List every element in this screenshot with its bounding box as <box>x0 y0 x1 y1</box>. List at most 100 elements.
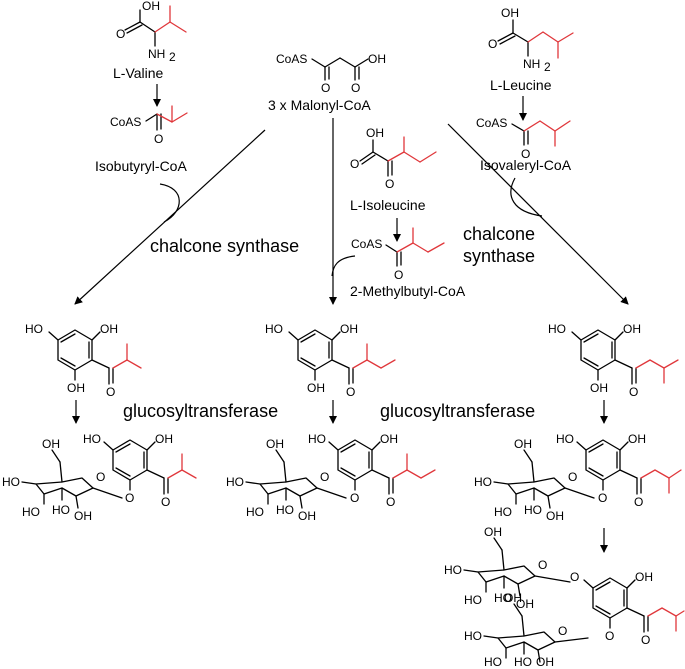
diglucoside-bottom: O OH O O HO HO HO OH OH O HO HO HO OH OH… <box>444 525 685 669</box>
product-left-acylphloroglucinol: HO OH OH O <box>25 322 142 399</box>
atom-glycosidic-o-bottom: O <box>605 629 614 643</box>
product-center-acylphloroglucinol: HO OH OH O <box>265 322 396 399</box>
enzyme-chalcone-right-1: chalcone <box>463 224 535 244</box>
enzyme-glucosyltransferase-right: glucosyltransferase <box>380 401 535 421</box>
leucine-o: O <box>488 37 497 51</box>
methylbutyryl-coas: CoAS <box>351 237 382 251</box>
valine-nh-sub: 2 <box>169 50 176 64</box>
atom-oh: OH <box>516 597 534 611</box>
atom-ho: HO <box>484 655 502 669</box>
atom-oh: OH <box>546 509 564 523</box>
atom-oh-bottom: OH <box>307 381 325 395</box>
atom-oh: OH <box>100 322 118 336</box>
isoleucine-o1: O <box>350 157 359 171</box>
atom-ketone-o: O <box>386 495 395 509</box>
atom-ho: HO <box>524 503 542 517</box>
isobutyryl-o: O <box>154 132 163 146</box>
atom-oh: OH <box>514 437 532 451</box>
malonyl-o2: O <box>351 81 360 95</box>
valine-o: O <box>116 27 125 41</box>
atom-oh: OH <box>340 322 358 336</box>
atom-oh: OH <box>536 655 554 669</box>
atom-ring-o: O <box>96 470 105 484</box>
atom-ho: HO <box>494 505 512 519</box>
atom-ho: HO <box>556 432 574 446</box>
isobutyryl-structure: CoAS O <box>110 105 188 146</box>
atom-ho: HO <box>548 322 566 336</box>
atom-glycosidic-o: O <box>125 491 134 505</box>
atom-ho: HO <box>444 563 462 577</box>
atom-ring-o: O <box>568 470 577 484</box>
atom-ho: HO <box>474 475 492 489</box>
arrow-malonyl-left <box>74 129 266 305</box>
glucoside-center: HO OH O O HO HO HO OH OH O <box>226 432 436 523</box>
methylbutyryl-o: O <box>394 268 403 282</box>
atom-ring-o: O <box>538 558 547 572</box>
atom-oh: OH <box>42 437 60 451</box>
atom-oh: OH <box>623 322 641 336</box>
curve-methylbutyryl-join <box>331 255 356 277</box>
atom-ring-o: O <box>558 624 567 638</box>
atom-ketone-o: O <box>161 495 170 509</box>
atom-oh: OH <box>266 437 284 451</box>
product-right-acylphloroglucinol: HO OH OH O <box>548 322 679 399</box>
atom-glycosidic-o-top: O <box>570 570 579 584</box>
atom-oh: OH <box>635 570 653 584</box>
label-isovaleryl-coa: Isovaleryl-CoA <box>480 157 572 173</box>
label-l-isoleucine: L-Isoleucine <box>350 197 426 213</box>
isoleucine-oh: OH <box>366 126 384 140</box>
atom-ketone-o: O <box>641 633 650 647</box>
label-l-leucine: L-Leucine <box>490 77 552 93</box>
enzyme-chalcone-right-2: synthase <box>463 246 535 266</box>
label-malonyl-coa: 3 x Malonyl-CoA <box>268 97 371 113</box>
label-isobutyryl-coa: Isobutyryl-CoA <box>95 158 187 174</box>
atom-oh: OH <box>628 432 646 446</box>
glucoside-left: HO OH O O HO HO HO OH OH O <box>2 432 197 523</box>
atom-oh: OH <box>298 509 316 523</box>
atom-oh: OH <box>155 432 173 446</box>
malonyl-o1: O <box>321 81 330 95</box>
atom-oh: OH <box>74 509 92 523</box>
enzyme-glucosyltransferase-left: glucosyltransferase <box>123 401 278 421</box>
atom-glycosidic-o: O <box>350 491 359 505</box>
atom-oh: OH <box>484 525 502 539</box>
atom-oh-bottom: OH <box>67 381 85 395</box>
malonyl-structure: CoAS O O OH <box>276 52 386 95</box>
atom-ho: HO <box>276 503 294 517</box>
curve-isobutyryl-join <box>159 183 180 223</box>
atom-ring-o: O <box>320 470 329 484</box>
atom-ho: HO <box>2 475 20 489</box>
label-l-valine: L-Valine <box>113 65 164 81</box>
atom-ketone-o: O <box>629 385 638 399</box>
isovaleryl-o: O <box>521 147 530 161</box>
atom-ho: HO <box>52 503 70 517</box>
leucine-nh: NH <box>523 57 540 71</box>
atom-ho: HO <box>25 322 43 336</box>
atom-ho: HO <box>246 505 264 519</box>
atom-ho: HO <box>226 475 244 489</box>
glucoside-right: HO OH O O HO HO HO OH OH O <box>474 432 682 523</box>
atom-ketone-o: O <box>634 495 643 509</box>
atom-ho: HO <box>464 593 482 607</box>
arrow-malonyl-right <box>447 123 629 305</box>
leucine-oh: OH <box>501 6 519 20</box>
atom-ho: HO <box>464 629 482 643</box>
atom-oh: OH <box>504 591 522 605</box>
atom-ho: HO <box>514 655 532 669</box>
atom-ho: HO <box>83 432 101 446</box>
valine-nh: NH <box>148 47 165 61</box>
atom-oh-bottom: OH <box>590 381 608 395</box>
isoleucine-structure: OH O O <box>350 126 437 191</box>
methylbutyryl-structure: CoAS O <box>351 227 445 282</box>
valine-structure: OH O NH 2 <box>116 0 187 64</box>
atom-ho: HO <box>494 591 512 605</box>
valine-oh: OH <box>142 0 160 13</box>
atom-ketone-o: O <box>346 385 355 399</box>
isovaleryl-structure: CoAS O <box>476 116 571 161</box>
leucine-nh-sub: 2 <box>544 60 551 74</box>
malonyl-coas: CoAS <box>276 52 307 66</box>
atom-ho: HO <box>308 432 326 446</box>
atom-oh: OH <box>380 432 398 446</box>
